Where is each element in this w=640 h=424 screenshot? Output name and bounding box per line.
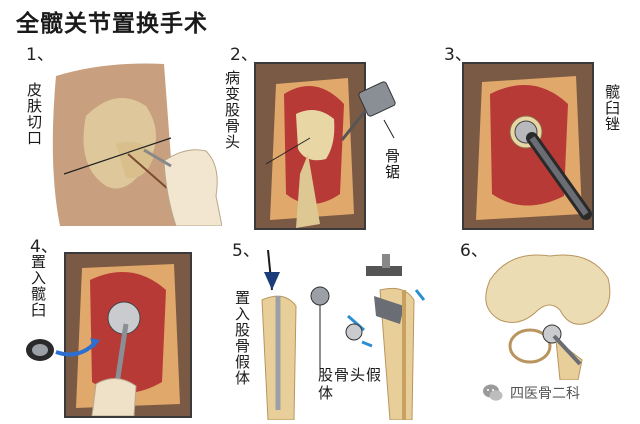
step-1-illustration [46, 56, 222, 226]
step-6-illustration [470, 250, 620, 380]
watermark: 四医骨二科 [482, 382, 580, 404]
step-2-label-femoral-head: 病变股骨头 [224, 70, 240, 150]
step-4-label: 置入髋臼 [30, 254, 46, 318]
watermark-text: 四医骨二科 [510, 383, 580, 403]
step-5-label-femoral-head-prosthesis: 股骨头假体 [318, 366, 382, 402]
step-3-label-reamer: 髋臼锉 [604, 84, 620, 132]
acetabular-cup-icon [24, 326, 104, 376]
step-1-label: 皮肤切口 [26, 82, 42, 146]
step-3-panel [462, 62, 594, 230]
wechat-icon [482, 382, 504, 404]
diagram-title: 全髋关节置换手术 [16, 4, 208, 38]
step-5-label-femoral-stem: 置入股骨假体 [234, 290, 250, 386]
step-2-label-bone-saw: 骨锯 [384, 148, 400, 180]
bone-saw-icon [322, 80, 402, 150]
